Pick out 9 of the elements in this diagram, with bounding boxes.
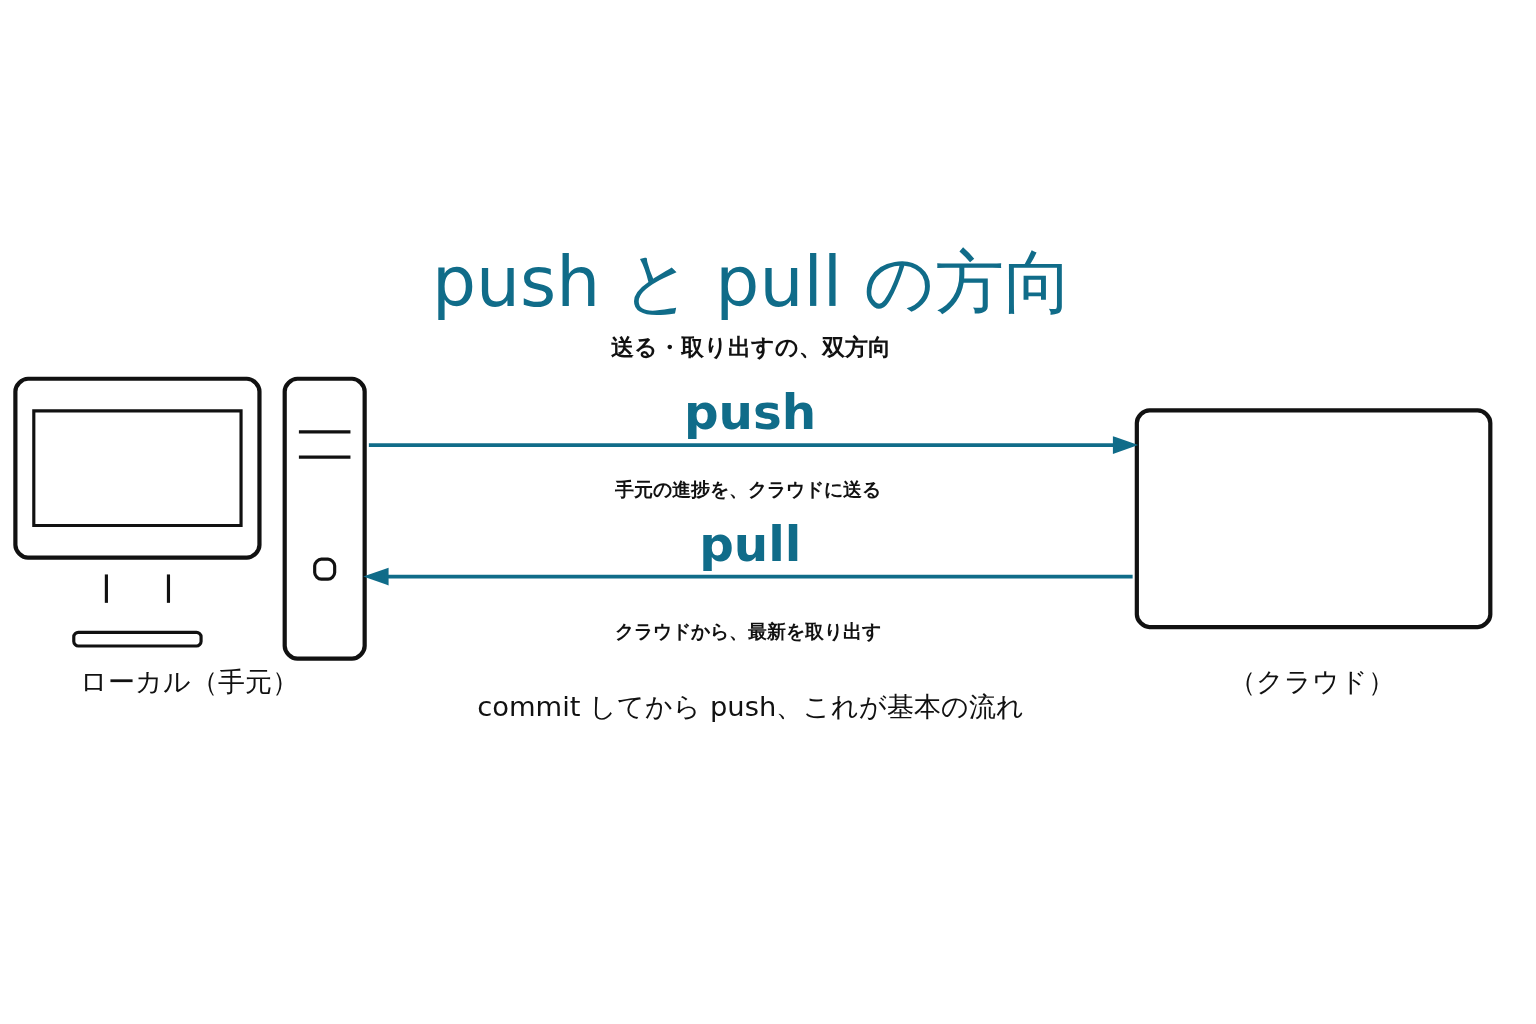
node-label: （クラウド） <box>1229 666 1396 697</box>
label: 送る・取り出すの、双方向 <box>611 334 892 361</box>
caption: commit してから push、これが基本の流れ <box>477 690 1025 722</box>
label: クラウドから、最新を取り出す <box>614 619 881 642</box>
edge-label: push <box>683 384 817 441</box>
diagram-title: push と pull の方向 <box>431 241 1074 322</box>
edge-label: pull <box>699 515 802 572</box>
label: 手元の進捗を、クラウドに送る <box>614 477 881 500</box>
node-label: ローカル（手元） <box>80 666 300 697</box>
